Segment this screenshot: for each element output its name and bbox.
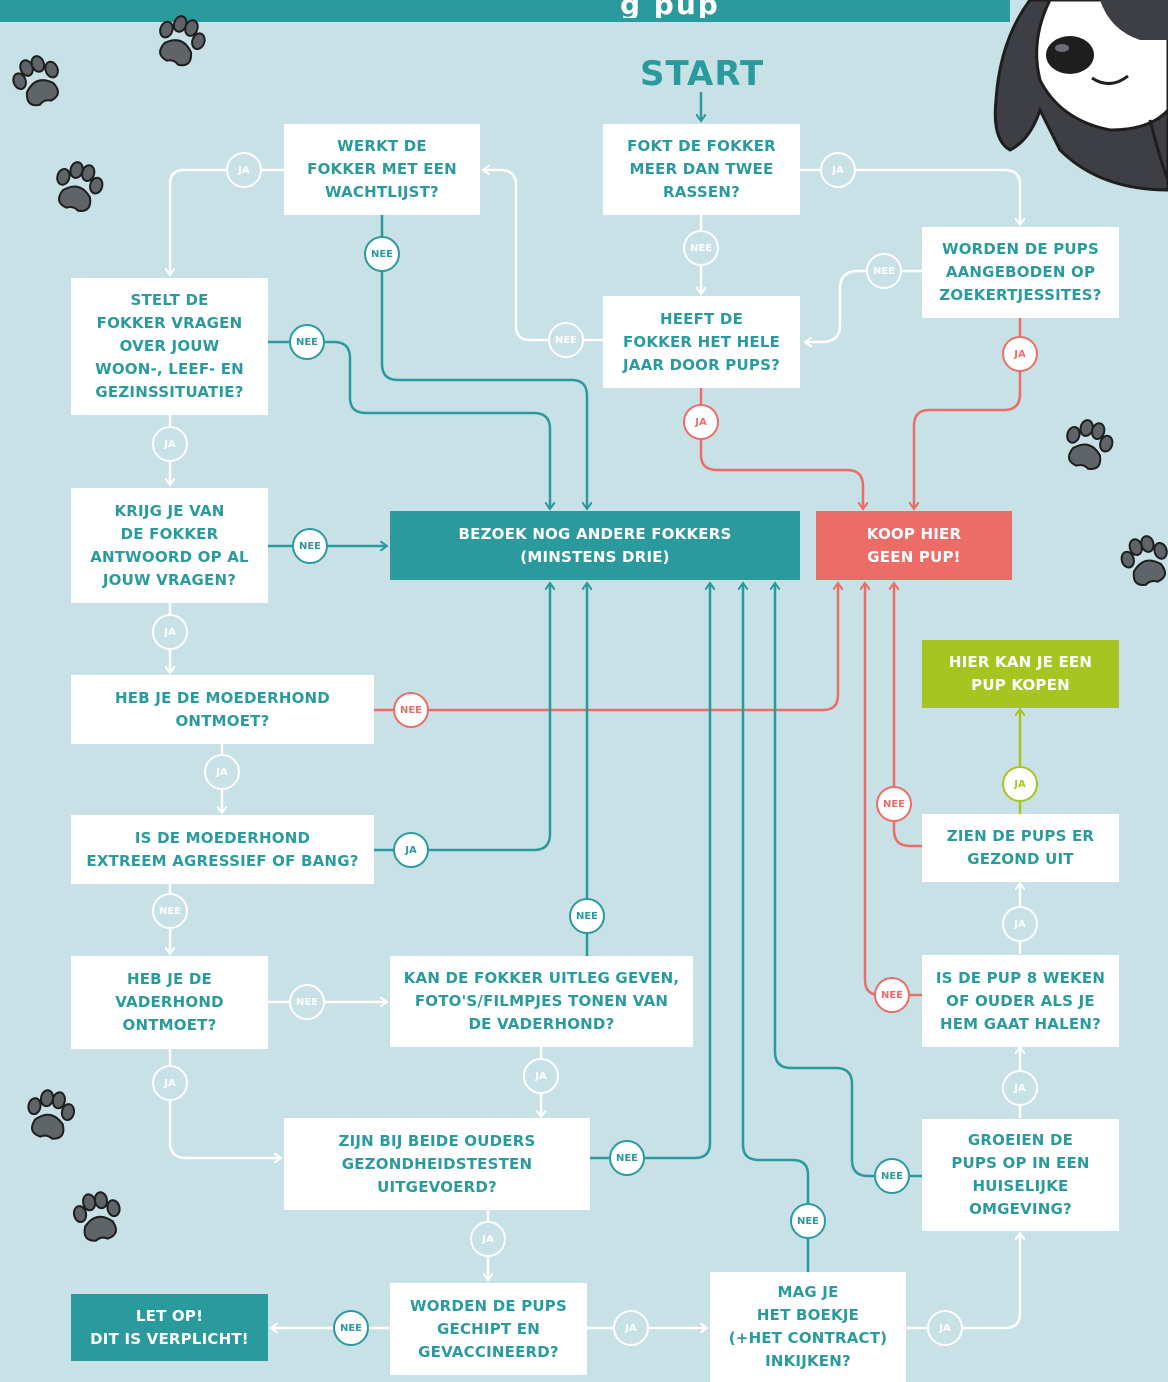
node-met-father: HEB JE DE VADERHOND ONTMOET? — [71, 956, 268, 1049]
edge-n2-n5 — [170, 168, 284, 274]
node-classified-sites: WORDEN DE PUPS AANGEBODEN OP ZOEKERTJESS… — [922, 227, 1119, 318]
node-met-mother: HEB JE DE MOEDERHOND ONTMOET? — [71, 675, 374, 744]
edge-n1-n3 — [800, 168, 1020, 224]
label-no: NEE — [393, 692, 429, 728]
label-no: NEE — [364, 236, 400, 272]
node-home-environment: GROEIEN DE PUPS OP IN EEN HUISELIJKE OMG… — [922, 1119, 1119, 1231]
label-yes: JA — [1002, 336, 1038, 372]
label-yes: JA — [1002, 906, 1038, 942]
edge-n16-n7 — [590, 584, 710, 1160]
paw-icon — [72, 1191, 121, 1242]
label-yes: JA — [1002, 766, 1038, 802]
label-no: NEE — [548, 322, 584, 358]
paw-icon — [159, 15, 206, 67]
start-label: START — [640, 54, 765, 94]
node-pup-8-weeks: IS DE PUP 8 WEKEN OF OUDER ALS JE HEM GA… — [922, 955, 1119, 1047]
label-yes: JA — [927, 1310, 963, 1346]
label-no: NEE — [874, 977, 910, 1013]
label-no: NEE — [289, 984, 325, 1020]
label-yes: JA — [470, 1221, 506, 1257]
node-breeder-asks-questions: STELT DE FOKKER VRAGEN OVER JOUW WOON-, … — [71, 278, 268, 415]
paw-icon — [1120, 535, 1168, 586]
label-no: NEE — [569, 898, 605, 934]
node-two-breeds: FOKT DE FOKKER MEER DAN TWEE RASSEN? — [603, 124, 800, 215]
label-no: NEE — [292, 528, 328, 564]
node-visit-other-breeders: BEZOEK NOG ANDERE FOKKERS (MINSTENS DRIE… — [390, 511, 800, 580]
label-no: NEE — [866, 253, 902, 289]
edge-n10-n8 — [374, 584, 838, 712]
dog-illustration — [993, 0, 1168, 192]
label-no: NEE — [790, 1203, 826, 1239]
label-no: NEE — [876, 786, 912, 822]
label-yes: JA — [1002, 1070, 1038, 1106]
paw-icon — [12, 55, 59, 107]
edge-n4-n8 — [699, 388, 863, 508]
label-yes: JA — [226, 152, 262, 188]
label-yes: JA — [820, 152, 856, 188]
paw-icon — [1066, 419, 1114, 470]
node-do-not-buy: KOOP HIER GEEN PUP! — [816, 511, 1012, 580]
label-no: NEE — [609, 1140, 645, 1176]
node-chipped-vaccinated: WORDEN DE PUPS GECHIPT EN GEVACCINEERD? — [390, 1283, 587, 1375]
label-no: NEE — [333, 1310, 369, 1346]
label-yes: JA — [152, 426, 188, 462]
node-health-tests: ZIJN BIJ BEIDE OUDERS GEZONDHEIDSTESTEN … — [284, 1118, 590, 1210]
node-info-father: KAN DE FOKKER UITLEG GEVEN, FOTO'S/FILMP… — [390, 956, 693, 1047]
label-yes: JA — [204, 754, 240, 790]
label-no: NEE — [152, 893, 188, 929]
title-text: g pup — [620, 0, 720, 18]
edge-n20-n17 — [906, 1234, 1020, 1330]
label-no: NEE — [874, 1158, 910, 1194]
label-no: NEE — [683, 230, 719, 266]
node-mother-aggressive: IS DE MOEDERHOND EXTREEM AGRESSIEF OF BA… — [71, 815, 374, 884]
edge-n12-n8 — [894, 584, 922, 848]
title-banner: g pup — [0, 0, 1010, 22]
edge-n4-n2 — [484, 170, 603, 342]
edge-n3-n4 — [806, 269, 922, 342]
edge-n20-n7 — [743, 584, 810, 1272]
paw-icon — [56, 161, 104, 212]
node-pups-healthy: ZIEN DE PUPS ER GEZOND UIT — [922, 814, 1119, 882]
label-yes: JA — [613, 1310, 649, 1346]
paw-icons — [12, 15, 1168, 1242]
node-waiting-list: WERKT DE FOKKER MET EEN WACHTLIJST? — [284, 124, 480, 215]
label-yes: JA — [683, 404, 719, 440]
label-yes: JA — [393, 832, 429, 868]
label-yes: JA — [152, 1065, 188, 1101]
edge-n13-n16 — [168, 1049, 280, 1158]
label-yes: JA — [523, 1058, 559, 1094]
label-yes: JA — [152, 614, 188, 650]
node-check-booklet: MAG JE HET BOEKJE (+HET CONTRACT) INKIJK… — [710, 1272, 906, 1382]
edge-n3-n8 — [914, 318, 1022, 508]
node-pups-all-year: HEEFT DE FOKKER HET HELE JAAR DOOR PUPS? — [603, 296, 800, 388]
node-mandatory-warning: LET OP! DIT IS VERPLICHT! — [71, 1294, 268, 1361]
edge-n11-n7 — [374, 584, 550, 852]
edge-n17-n7 — [775, 584, 922, 1178]
edge-n2-n7 — [380, 215, 587, 508]
node-answers-questions: KRIJG JE VAN DE FOKKER ANTWOORD OP AL JO… — [71, 488, 268, 603]
edge-n5-n7 — [268, 340, 550, 508]
paw-icon — [27, 1089, 76, 1140]
node-buy-here: HIER KAN JE EEN PUP KOPEN — [922, 640, 1119, 708]
label-no: NEE — [289, 324, 325, 360]
